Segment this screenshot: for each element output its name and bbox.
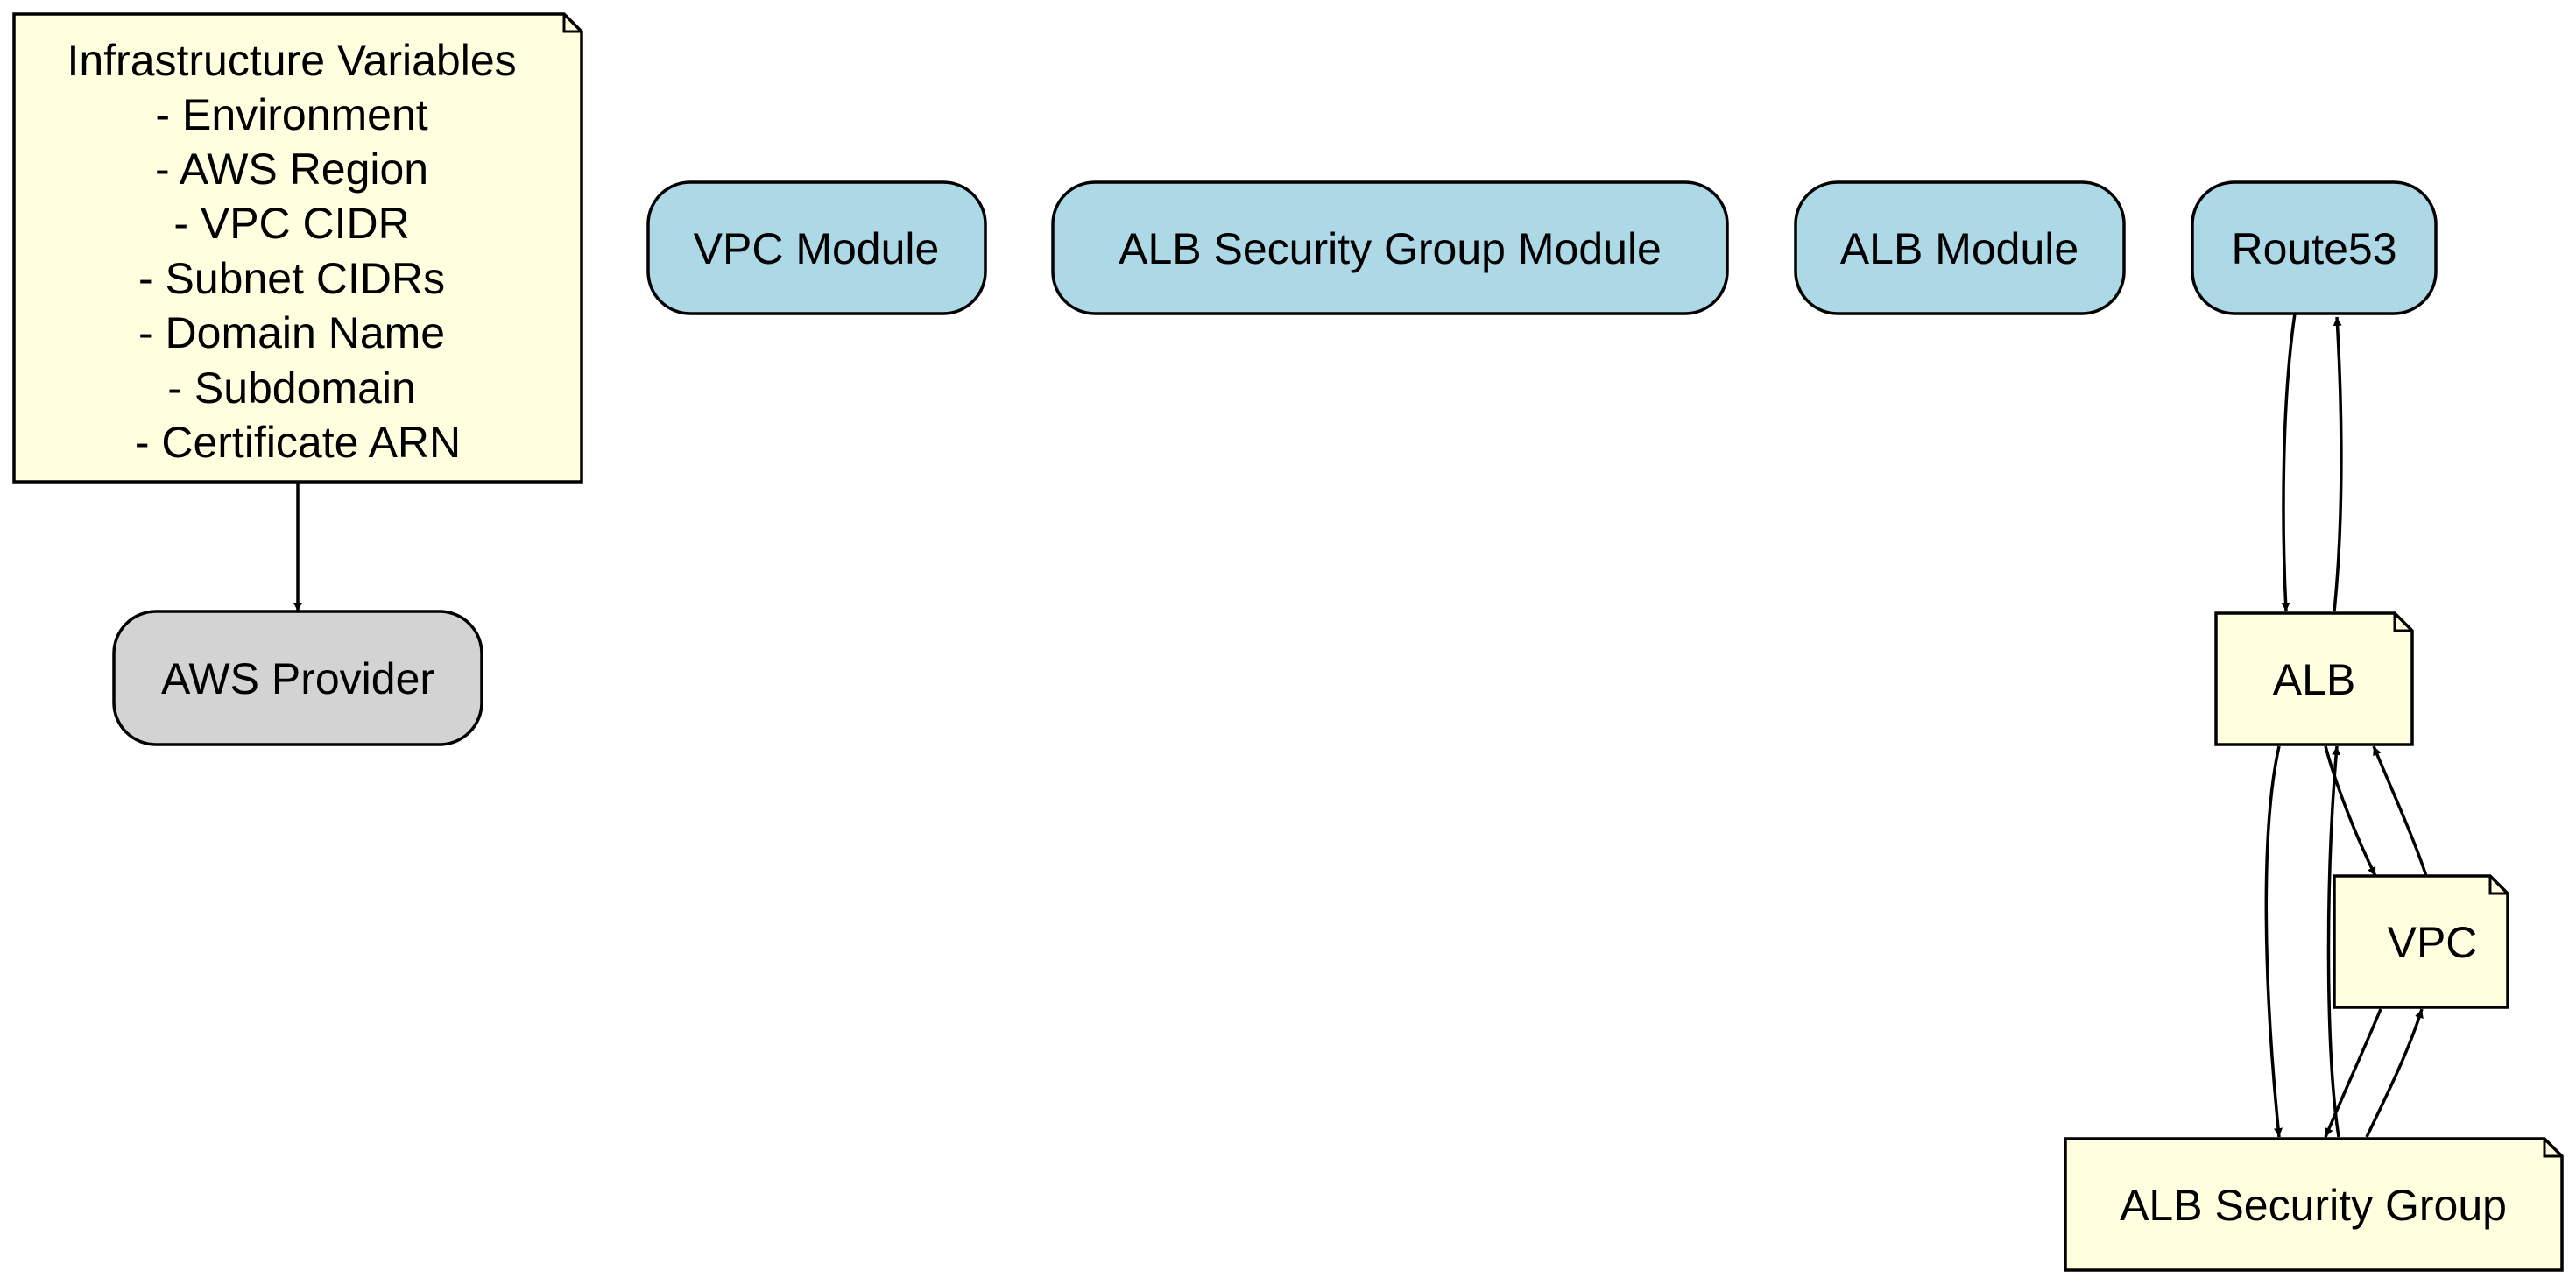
node-alb: ALB: [2214, 611, 2414, 746]
variables-item: - Subnet CIDRs: [138, 254, 445, 303]
node-infrastructure-variables: Infrastructure Variables - Environment -…: [12, 12, 583, 484]
node-alb-module: ALB Module: [1794, 180, 2126, 315]
edge-vpc-to-alb-sg: [2324, 1008, 2382, 1138]
variables-item: - Domain Name: [138, 308, 445, 357]
box-shape: [646, 180, 987, 315]
alb-sg-label: ALB Security Group: [2120, 1181, 2507, 1230]
box-shape: [112, 610, 483, 746]
note-fold-corner: [562, 14, 582, 33]
variables-item: - AWS Region: [155, 145, 428, 194]
variables-item: - Environment: [155, 90, 427, 139]
note-shape: [12, 12, 583, 484]
note-shape: [2064, 1137, 2564, 1272]
variables-item: - VPC CIDR: [173, 199, 409, 248]
edge-route53-to-alb: [2281, 313, 2297, 612]
edge-alb-sg-to-vpc: [2365, 1008, 2424, 1138]
node-alb-security-group-module: ALB Security Group Module: [1051, 180, 1729, 315]
note-shape: [2214, 611, 2414, 746]
node-aws-provider: AWS Provider: [112, 610, 483, 746]
alb-sg-module-label: ALB Security Group Module: [1119, 224, 1662, 273]
alb-module-label: ALB Module: [1840, 224, 2078, 273]
route53-label: Route53: [2231, 224, 2396, 273]
note-shape: [2333, 874, 2509, 1009]
node-route53: Route53: [2191, 180, 2438, 315]
variables-title: Infrastructure Variables: [67, 36, 516, 85]
box-shape: [2191, 180, 2438, 315]
edge-alb-sg-to-alb: [2326, 745, 2341, 1138]
edge-alb-to-alb-sg: [2264, 745, 2283, 1138]
alb-label: ALB: [2273, 655, 2356, 704]
variables-item: - Subdomain: [167, 364, 416, 413]
note-fold-corner: [2543, 1139, 2562, 1158]
box-shape: [1051, 180, 1729, 315]
vpc-label: VPC: [2388, 918, 2478, 967]
aws-provider-label: AWS Provider: [161, 654, 434, 703]
edges: [293, 313, 2428, 1138]
node-vpc-module: VPC Module: [646, 180, 987, 315]
edge-vpc-to-alb: [2372, 745, 2428, 877]
node-vpc: VPC: [2333, 874, 2509, 1009]
node-alb-security-group: ALB Security Group: [2064, 1137, 2564, 1272]
box-shape: [1794, 180, 2126, 315]
note-fold-corner: [2488, 876, 2508, 895]
variables-item: - Certificate ARN: [135, 418, 461, 467]
edge-alb-to-route53: [2333, 316, 2343, 612]
edge-alb-to-vpc: [2324, 745, 2377, 877]
note-fold-corner: [2393, 613, 2412, 632]
svg-text:Infrastructure Variables: Infrastructure Variables - Environment -…: [67, 36, 528, 467]
vpc-module-label: VPC Module: [694, 224, 940, 273]
